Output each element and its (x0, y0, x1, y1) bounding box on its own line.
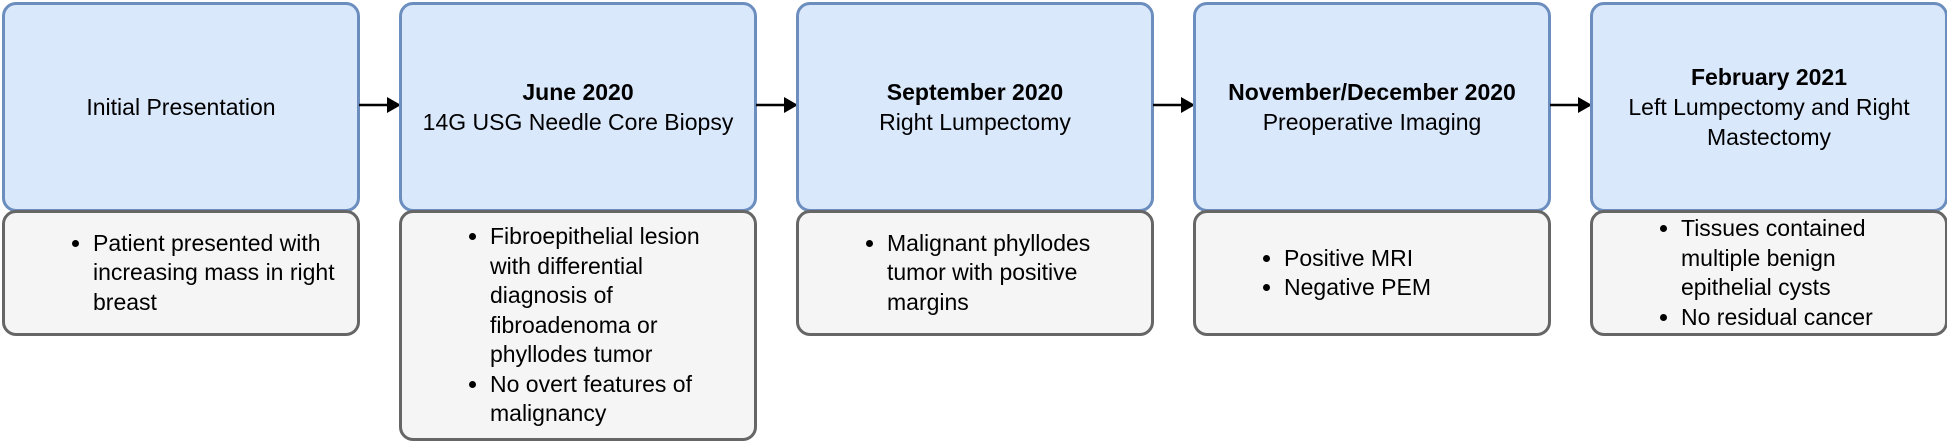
note-item: Fibroepithelial lesion with differential… (490, 222, 730, 370)
step-date: February 2021 (1691, 64, 1847, 90)
step-date: June 2020 (522, 79, 634, 105)
step-header-box: Initial Presentation (2, 2, 360, 212)
note-item: Tissues contained multiple benign epithe… (1681, 214, 1911, 303)
step-event: 14G USG Needle Core Biopsy (422, 109, 734, 135)
step-header-box: June 2020 14G USG Needle Core Biopsy (399, 2, 757, 212)
step-header-box: November/December 2020 Preoperative Imag… (1193, 2, 1551, 212)
step-header-box: February 2021 Left Lumpectomy and Right … (1590, 2, 1947, 212)
note-item: Negative PEM (1284, 273, 1524, 303)
step-event: Left Lumpectomy and Right Mastectomy (1628, 94, 1910, 150)
step-notes-box: Fibroepithelial lesion with differential… (399, 210, 757, 441)
step-event: Preoperative Imaging (1262, 109, 1482, 135)
note-item: Positive MRI (1284, 244, 1524, 274)
note-item: Malignant phyllodes tumor with positive … (887, 229, 1127, 318)
step-header-box: September 2020 Right Lumpectomy (796, 2, 1154, 212)
arrow-icon (756, 97, 798, 113)
step-notes-box: Malignant phyllodes tumor with positive … (796, 210, 1154, 336)
arrow-icon (359, 97, 401, 113)
step-event: Initial Presentation (86, 94, 276, 120)
step-notes-box: Patient presented with increasing mass i… (2, 210, 360, 336)
step-notes-box: Tissues contained multiple benign epithe… (1590, 210, 1947, 336)
step-event: Right Lumpectomy (879, 109, 1071, 135)
step-date: November/December 2020 (1228, 79, 1516, 105)
note-item: No residual cancer (1681, 303, 1911, 333)
arrow-icon (1550, 97, 1592, 113)
note-item: Patient presented with increasing mass i… (93, 229, 357, 318)
step-date: September 2020 (886, 79, 1064, 105)
step-notes-box: Positive MRI Negative PEM (1193, 210, 1551, 336)
arrow-icon (1153, 97, 1195, 113)
note-item: No overt features of malignancy (490, 370, 730, 429)
